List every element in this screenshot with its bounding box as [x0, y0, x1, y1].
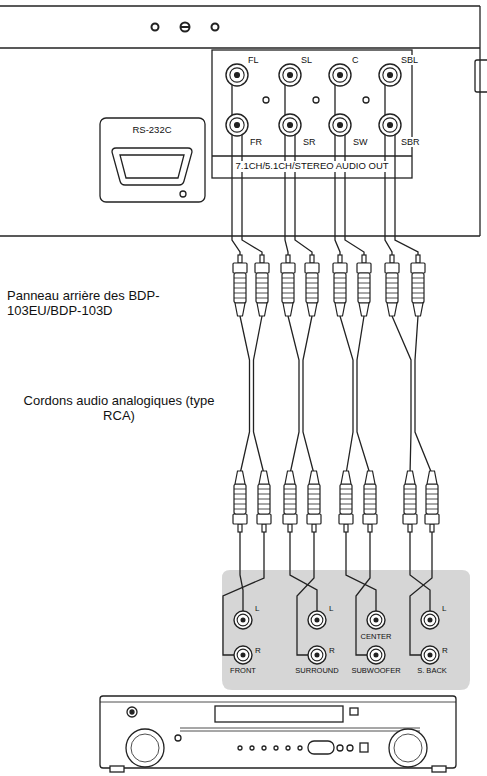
rca-plug	[307, 471, 321, 532]
rca-jack	[367, 646, 385, 664]
cable-wire	[240, 316, 250, 474]
jack-label: SR	[302, 137, 317, 147]
cable-wire	[240, 528, 243, 620]
rca-plug	[363, 471, 377, 532]
cable-wire	[290, 528, 317, 620]
player-rear-panel	[0, 6, 487, 236]
rca-jack	[234, 611, 252, 629]
panel-note: Panneau arrière des BDP-103EU/BDP-103D	[6, 289, 208, 319]
jack-label: SURROUND	[294, 667, 339, 676]
jack-label: CENTER	[360, 633, 393, 642]
rca-plug	[305, 255, 319, 316]
jack-label: R	[254, 646, 262, 655]
jack-label: SW	[352, 137, 369, 147]
cable-wire	[410, 528, 432, 655]
rca-plug	[333, 255, 347, 316]
rca-plug	[255, 255, 269, 316]
receiver-wires	[223, 528, 432, 655]
port-label: RS-232C	[131, 125, 172, 136]
rca-jack	[279, 64, 301, 86]
rca-jack	[421, 611, 439, 629]
rca-jack	[329, 64, 351, 86]
rca-plug	[357, 255, 371, 316]
cable-wire	[346, 528, 376, 620]
cable-wire	[288, 316, 299, 474]
jack-label: SBL	[400, 55, 419, 65]
rca-jack	[367, 611, 385, 629]
rca-jack	[279, 114, 301, 136]
rca-jack	[234, 646, 252, 664]
rca-plugs	[233, 255, 439, 532]
cable-wire	[357, 316, 370, 474]
rca-plug	[385, 255, 399, 316]
rca-plug	[283, 471, 297, 532]
receiver-terminal-panel	[222, 570, 470, 690]
jack-label: C	[351, 55, 360, 65]
cable-note: Cordons audio analogiques (type RCA)	[18, 394, 220, 424]
cable-wire	[242, 125, 262, 256]
cable-wire	[297, 528, 317, 655]
cable-wire	[340, 316, 353, 474]
rca-jack	[308, 646, 326, 664]
rca-plug	[233, 471, 247, 532]
jack-label: R	[328, 646, 336, 655]
jack-label: FR	[249, 137, 263, 147]
jack-label: SUBWOOFER	[350, 667, 401, 676]
jack-label: R	[441, 646, 449, 655]
rca-plug	[339, 471, 353, 532]
rca-plug	[281, 255, 295, 316]
audio-cables	[232, 75, 432, 474]
rca-jack	[226, 114, 248, 136]
jack-label: L	[441, 604, 447, 613]
rca-jack	[379, 64, 401, 86]
rca-jacks	[226, 64, 439, 664]
rca-jack	[308, 611, 326, 629]
cable-wire	[223, 528, 264, 655]
jack-label: S. BACK	[416, 667, 448, 676]
jack-label: SL	[300, 55, 313, 65]
rca-plug	[233, 255, 247, 316]
rca-jack	[226, 64, 248, 86]
rca-jack	[421, 646, 439, 664]
av-receiver	[100, 696, 456, 772]
cable-wire	[392, 316, 411, 474]
rca-plug	[411, 255, 425, 316]
jack-label: FL	[247, 55, 260, 65]
jack-label: SBR	[400, 137, 421, 147]
cable-wire	[254, 316, 265, 474]
cable-wire	[303, 316, 314, 474]
cable-wire	[410, 528, 430, 620]
rca-plug	[257, 471, 271, 532]
cable-wire	[415, 316, 432, 474]
jack-label: FRONT	[229, 667, 257, 676]
rca-jack	[379, 114, 401, 136]
jack-label: L	[328, 604, 334, 613]
rca-plug	[425, 471, 439, 532]
jack-label: L	[254, 604, 260, 613]
panel-caption: 7.1CH/5.1CH/STEREO AUDIO OUT	[234, 161, 389, 172]
rca-plug	[403, 471, 417, 532]
rca-jack	[329, 114, 351, 136]
